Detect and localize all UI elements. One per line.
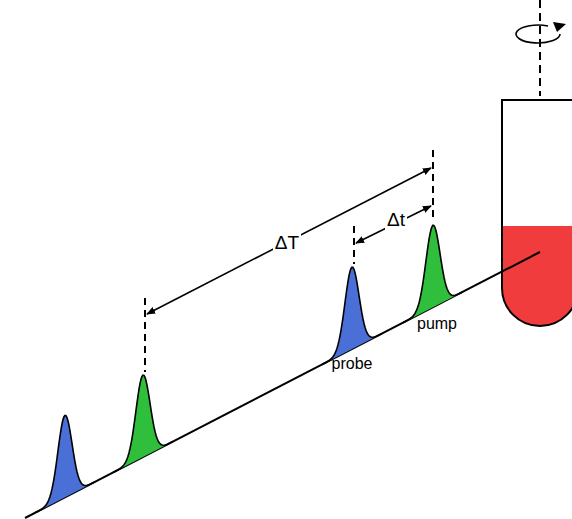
pulse-outline	[403, 225, 463, 322]
pump-pulse	[403, 225, 463, 322]
pulse-marker	[432, 150, 434, 222]
cuvette	[502, 100, 572, 326]
period-label: ΔT	[273, 233, 301, 254]
delay-arrow	[356, 206, 431, 243]
probe-pulse	[35, 415, 95, 512]
delay-label: Δt	[385, 210, 407, 231]
sample-liquid	[502, 226, 572, 326]
rotation-axis	[539, 0, 541, 96]
rotation-arrowhead	[553, 22, 566, 32]
pulse-outline	[113, 375, 173, 472]
pump-pulse	[113, 375, 173, 472]
pump-label: pump	[417, 315, 457, 333]
probe-label: probe	[332, 355, 373, 373]
pulse-outline	[322, 267, 382, 364]
pulse-outline	[35, 415, 95, 512]
cuvette-top	[502, 99, 572, 101]
rotation-arrow	[516, 25, 560, 43]
probe-pulse	[322, 267, 382, 364]
pulse-marker	[353, 226, 355, 264]
pulse-marker	[144, 298, 146, 372]
period-arrow	[147, 168, 431, 314]
